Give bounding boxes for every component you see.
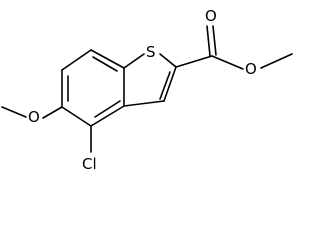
- bond-c3a-c4: [90, 105, 125, 127]
- chlorine-atom-label: Cl: [82, 155, 97, 173]
- molecule-structure: S O O O Cl: [1, 7, 293, 173]
- bond-c6-c7: [61, 49, 92, 71]
- bond-c7-c7a-inner: [92, 56, 118, 72]
- bond-methoxy-o-methyl: [1, 106, 27, 118]
- carbonyl-oxygen-label: O: [205, 7, 217, 25]
- bond-carbonyl-o-1: [206, 25, 211, 57]
- methoxy-oxygen-label: O: [28, 108, 40, 126]
- bond-c4-c5: [61, 106, 92, 127]
- structure-canvas: S O O O Cl: [1, 7, 293, 173]
- bond-ether-o-methyl: [260, 53, 293, 69]
- bond-c2-carbonyl: [175, 55, 213, 68]
- ester-oxygen-label: O: [245, 60, 257, 78]
- bond-c6-methoxy-o: [42, 106, 63, 119]
- bond-c3-c3a: [123, 100, 165, 107]
- bond-c2-c3: [163, 66, 177, 102]
- bond-s-c2: [159, 53, 177, 68]
- bond-c7a-s: [123, 53, 145, 69]
- bond-carbonyl-o-2: [212, 25, 217, 56]
- bond-carbonyl-ether-o: [211, 55, 244, 70]
- bond-c7-c7a: [90, 49, 125, 69]
- bond-c2-c3-inner: [159, 71, 171, 100]
- bond-c3a-c4-inner: [94, 100, 121, 118]
- sulfur-atom-label: S: [146, 43, 156, 61]
